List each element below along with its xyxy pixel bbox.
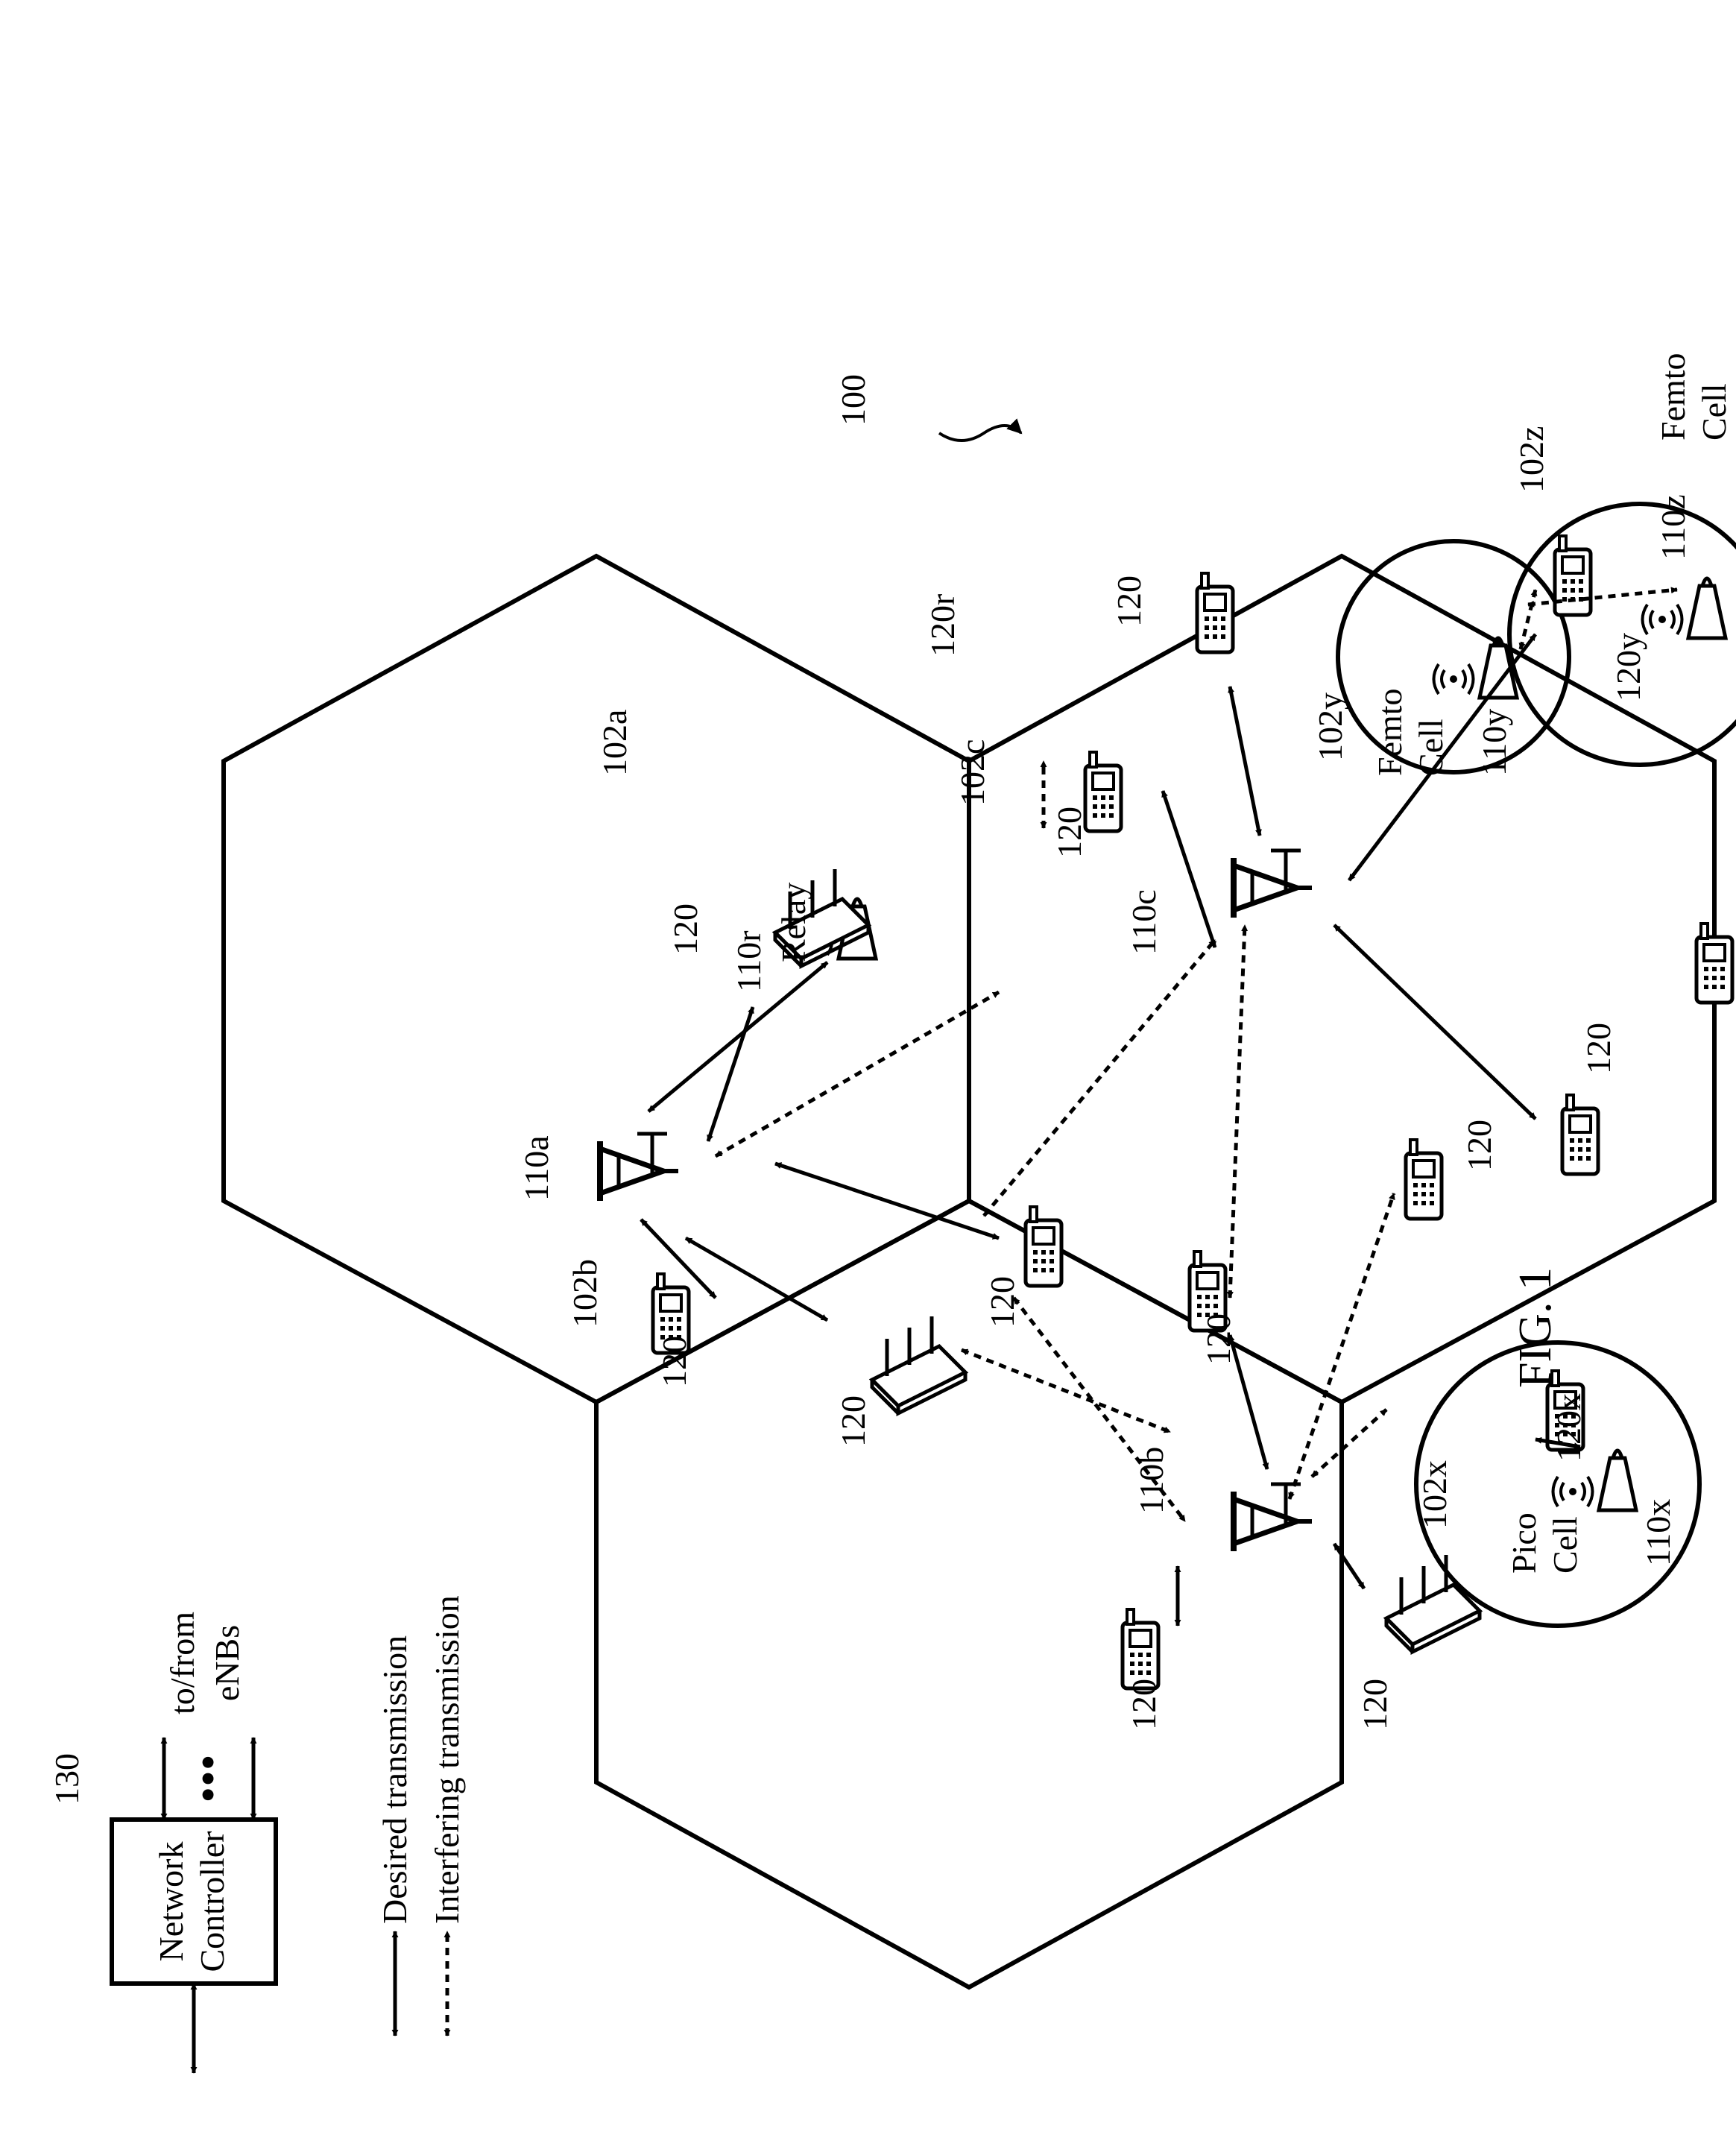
femto-z-type-label-line2: Cell (1695, 383, 1733, 441)
cell-102y-label: 102y (1311, 692, 1349, 761)
ue-label: 120 (1110, 575, 1148, 627)
desired-link (708, 1007, 753, 1141)
cell-102x-label: 102x (1415, 1460, 1453, 1529)
controller-ellipsis: ••• (183, 1754, 234, 1802)
ue-phone-icon (1197, 573, 1233, 652)
ue-label: 120 (666, 903, 704, 955)
ue-label: 120 (1125, 1679, 1163, 1730)
to-from-label-line1: to/from (163, 1612, 201, 1714)
ue-label: 120 (983, 1276, 1021, 1328)
ue-label: 120 (1050, 807, 1088, 858)
desired-link (1334, 925, 1535, 1119)
ue-router-icon (872, 1316, 965, 1413)
femto-110z-icon (1643, 578, 1726, 638)
cell-102c-label: 102c (953, 739, 991, 806)
ue-label: 120 (655, 1336, 693, 1387)
femto-110y-label: 110y (1475, 709, 1513, 776)
ue-phone-icon (1123, 1609, 1158, 1688)
ue-120r-label: 120r (924, 594, 962, 657)
interfering-link (984, 940, 1215, 1216)
femto-110z-label: 110z (1654, 494, 1692, 560)
interfering-link (1312, 1410, 1386, 1477)
enb-110b-icon (1234, 1484, 1312, 1551)
network-controller-label-line1: Network (152, 1842, 190, 1962)
relay-110r-label: 110r (730, 930, 768, 992)
system-ref-leader (939, 426, 1021, 441)
cell-102z-label: 102z (1512, 426, 1550, 493)
femto-y-type-label-line2: Cell (1412, 719, 1450, 776)
interfering-link (716, 992, 999, 1156)
cell-102a-label: 102a (596, 710, 634, 776)
legend-interfering-label: Interfering transmission (428, 1595, 466, 1924)
enb-110a-label: 110a (517, 1135, 555, 1201)
cell-102b-label: 102b (566, 1259, 604, 1328)
ue-120x-label: 120x (1550, 1393, 1588, 1462)
enb-110c-label: 110c (1125, 889, 1163, 955)
figure-title: FIG. 1 (1510, 1267, 1561, 1388)
femto-110y-icon (1434, 638, 1518, 698)
to-from-label-line2: eNBs (208, 1625, 246, 1701)
ue-120y-label: 120y (1609, 633, 1647, 701)
ue-phone-icon (1026, 1207, 1061, 1286)
pico-type-label-line2: Cell (1546, 1516, 1584, 1574)
network-controller-label-line2: Controller (193, 1831, 231, 1972)
ue-label: 120 (834, 1395, 872, 1447)
interfering-link (1230, 925, 1245, 1298)
enb-110a-icon (600, 1134, 678, 1201)
femto-y-type-label-line1: Femto (1371, 688, 1409, 776)
ue-label: 120 (1579, 1023, 1617, 1074)
relay-type-label: Relay (774, 883, 812, 962)
desired-link (1163, 791, 1215, 947)
enb-110c-icon (1234, 851, 1312, 918)
controller-ref-label: 130 (48, 1753, 86, 1805)
pico-110x-label: 110x (1639, 1499, 1677, 1566)
enb-110b-label: 110b (1132, 1447, 1170, 1514)
ue-router-icon (1386, 1555, 1480, 1652)
ue-label: 120 (1356, 1679, 1394, 1730)
system-ref-label: 100 (834, 374, 872, 426)
ue-phone-icon (1696, 924, 1732, 1003)
ue-phone-icon (1406, 1140, 1442, 1219)
femto-z-type-label-line1: Femto (1654, 353, 1692, 441)
desired-link (1334, 1544, 1364, 1588)
ue-phone-icon (1085, 752, 1121, 831)
desired-link (686, 1238, 827, 1320)
legend-desired-label: Desired transmission (376, 1635, 414, 1924)
interfering-link (962, 1350, 1170, 1432)
pico-type-label-line1: Pico (1505, 1512, 1543, 1574)
ue-phone-icon (1562, 1095, 1598, 1174)
ue-label: 120 (1199, 1313, 1237, 1365)
desired-link (1230, 687, 1260, 836)
ue-label: 120 (1460, 1120, 1498, 1171)
